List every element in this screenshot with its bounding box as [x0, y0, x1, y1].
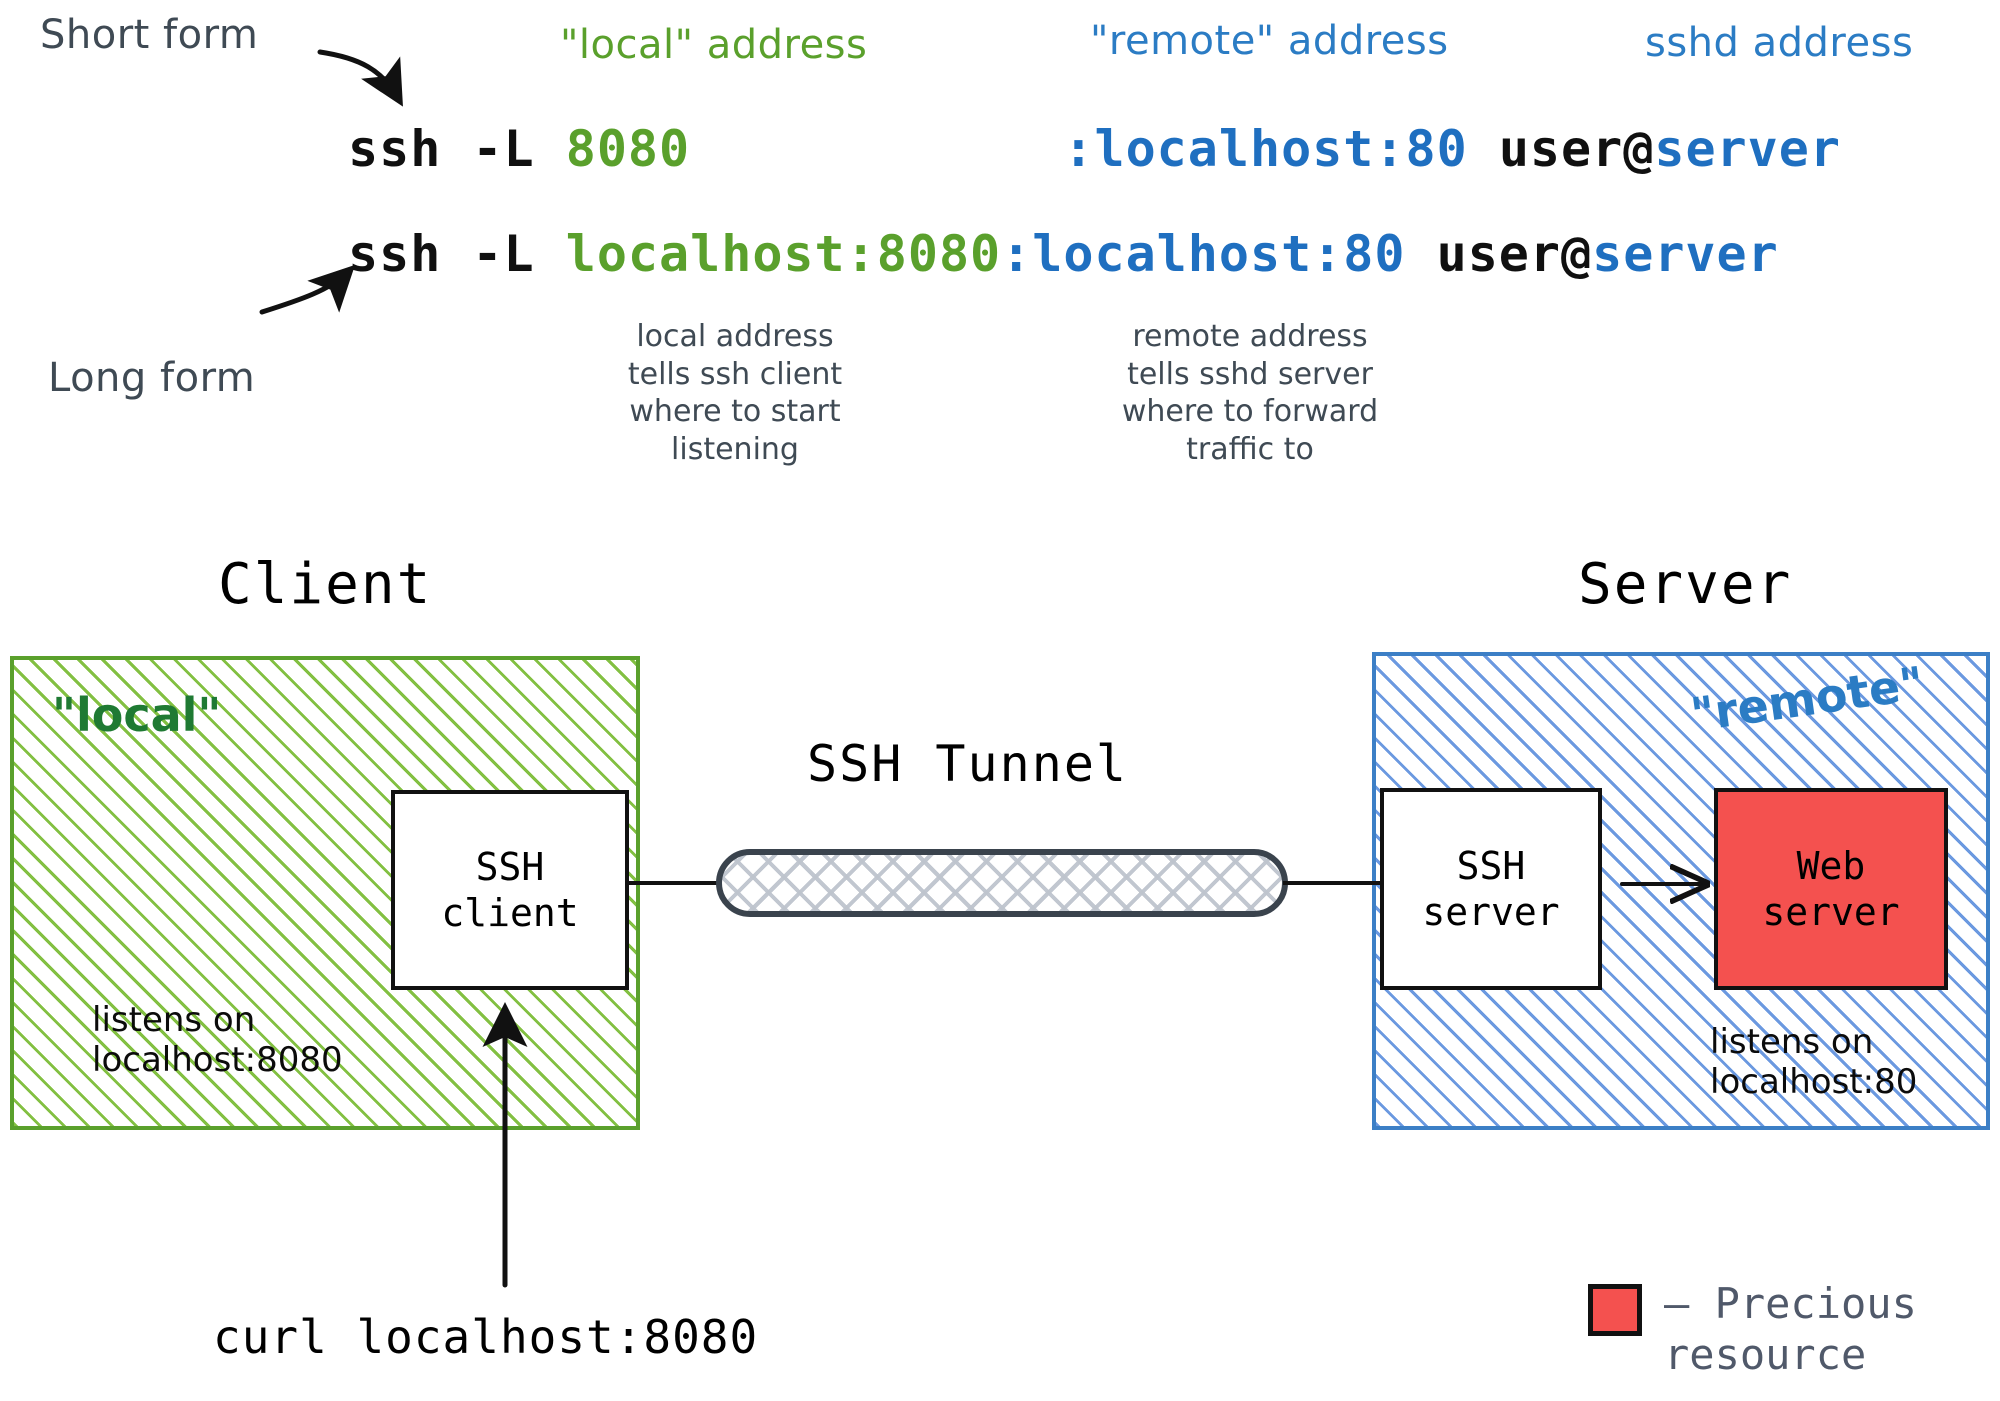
server-listen-note: listens on localhost:80 [1710, 1022, 1918, 1103]
long-form-arrow [259, 264, 356, 315]
cmd-long-prefix: ssh -L [348, 225, 566, 283]
cmd-long-remote-address: :localhost:80 [1001, 225, 1406, 283]
local-address-callout: "local" address [560, 22, 868, 68]
web-server-node: Web server [1714, 788, 1948, 990]
tunnel-to-server-wire [1283, 881, 1383, 885]
client-to-tunnel-wire [628, 881, 720, 885]
legend-label: – Precious resource [1664, 1279, 1917, 1380]
cmd-short-user: user@ [1467, 120, 1655, 178]
curl-command-label: curl localhost:8080 [213, 1310, 759, 1364]
cmd-short-host: server [1654, 120, 1841, 178]
client-zone-tag: "local" [52, 688, 222, 742]
short-form-arrow [317, 49, 403, 107]
cmd-short-local-address: 8080 [565, 120, 691, 178]
cmd-short-prefix: ssh -L [348, 120, 566, 178]
ssh-command-long-form: ssh -L localhost:8080:localhost:80 user@… [348, 225, 1779, 283]
cmd-long-host: server [1592, 225, 1779, 283]
ssh-tunnel-heading: SSH Tunnel [807, 735, 1129, 793]
cmd-short-spacer [690, 120, 1063, 178]
client-listen-note: listens on localhost:8080 [92, 1000, 343, 1081]
remote-address-description: remote address tells sshd server where t… [1121, 319, 1379, 467]
server-heading: Server [1578, 552, 1793, 617]
ssh-client-node: SSH client [391, 790, 629, 990]
local-address-description: local address tells ssh client where to … [627, 319, 843, 467]
short-form-label: Short form [40, 12, 259, 58]
ssh-server-node: SSH server [1380, 788, 1602, 990]
remote-address-callout: "remote" address [1090, 18, 1449, 64]
long-form-label: Long form [48, 355, 256, 401]
sshd-address-callout: sshd address [1645, 20, 1914, 66]
legend: – Precious resource [1588, 1278, 1917, 1380]
cmd-long-user: user@ [1405, 225, 1593, 283]
cmd-short-remote-address: :localhost:80 [1063, 120, 1468, 178]
legend-swatch-precious-resource [1588, 1284, 1642, 1336]
ssh-command-short-form: ssh -L 8080 :localhost:80 user@server [348, 120, 1841, 178]
client-heading: Client [218, 552, 433, 617]
ssh-tunnel-pipe [716, 849, 1288, 917]
cmd-long-local-address: localhost:8080 [565, 225, 1002, 283]
